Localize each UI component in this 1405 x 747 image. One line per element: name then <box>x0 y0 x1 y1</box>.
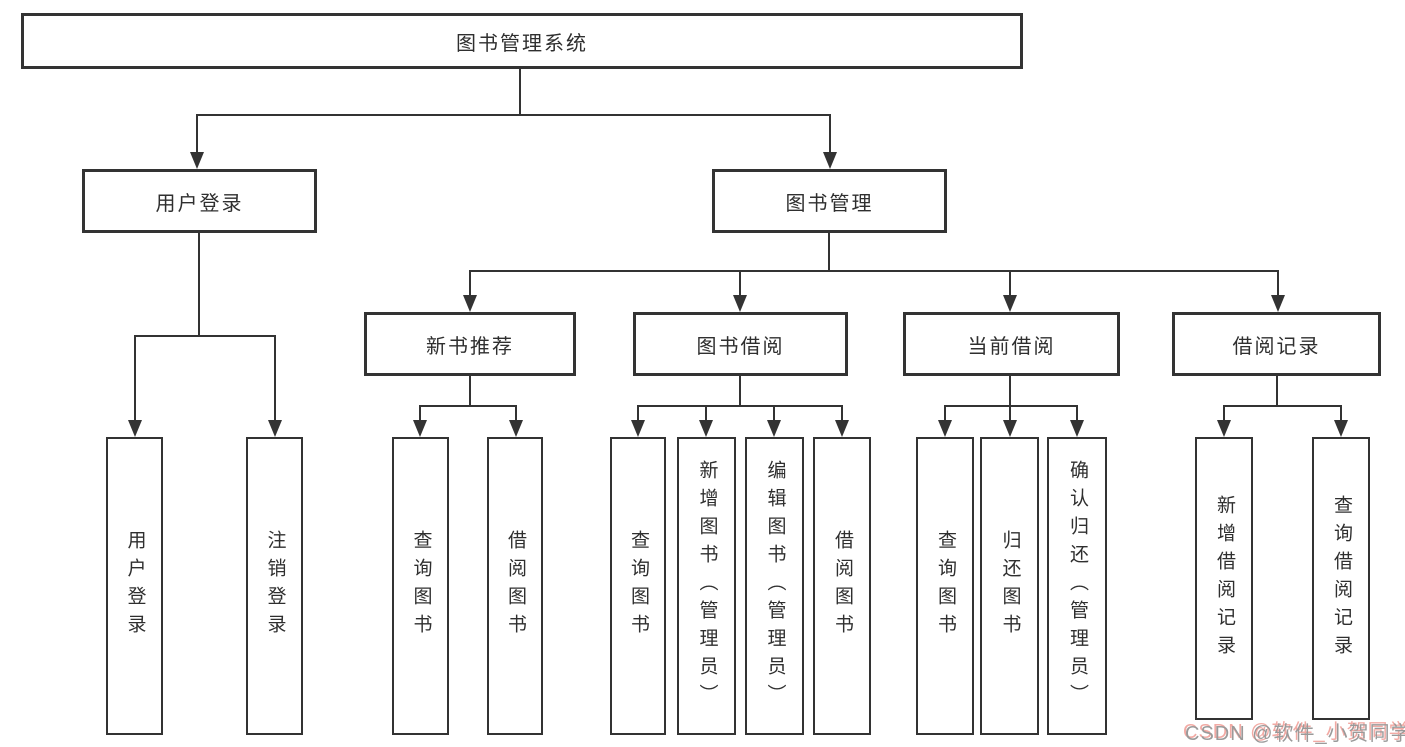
node-user-login-label: 用户登录 <box>155 192 244 215</box>
arrow-down-icon <box>509 420 523 437</box>
node-book-management-label: 图书管理 <box>785 192 874 215</box>
connector-vline <box>196 114 198 155</box>
leaf-confirm-return-admin-label: 确认归还（管理员） <box>1066 460 1088 712</box>
arrow-down-icon <box>835 420 849 437</box>
connector-vline <box>469 270 471 298</box>
node-current-borrow: 当前借阅 <box>903 312 1120 376</box>
connector-vline <box>519 67 521 116</box>
node-root-label: 图书管理系统 <box>456 32 588 55</box>
leaf-borrow-books-label: 借阅图书 <box>831 530 853 642</box>
node-new-book-recommend: 新书推荐 <box>364 312 576 376</box>
leaf-return-books: 归还图书 <box>980 437 1039 735</box>
node-borrow-records: 借阅记录 <box>1172 312 1381 376</box>
connector-hline <box>637 405 843 407</box>
leaf-edit-books-admin: 编辑图书（管理员） <box>745 437 804 735</box>
arrow-down-icon <box>938 420 952 437</box>
arrow-down-icon <box>1271 295 1285 312</box>
leaf-logout-label: 注销登录 <box>264 530 286 642</box>
leaf-return-books-label: 归还图书 <box>999 530 1021 642</box>
connector-vline <box>1340 405 1342 423</box>
connector-vline <box>1276 374 1278 407</box>
connector-hline <box>944 405 1078 407</box>
arrow-down-icon <box>1217 420 1231 437</box>
leaf-query-books-recommend: 查询图书 <box>392 437 449 735</box>
leaf-query-borrow-record: 查询借阅记录 <box>1312 437 1370 720</box>
arrow-down-icon <box>631 420 645 437</box>
connector-vline <box>637 405 639 423</box>
connector-hline <box>196 114 831 116</box>
connector-vline <box>1223 405 1225 423</box>
connector-vline <box>1277 270 1279 298</box>
arrow-down-icon <box>699 420 713 437</box>
leaf-query-books-borrow-label: 查询图书 <box>627 530 649 642</box>
connector-vline <box>829 114 831 155</box>
node-root: 图书管理系统 <box>21 13 1023 69</box>
connector-hline <box>469 270 1279 272</box>
connector-vline <box>198 231 200 337</box>
connector-hline <box>1223 405 1342 407</box>
leaf-logout: 注销登录 <box>246 437 303 735</box>
node-book-borrow-label: 图书借阅 <box>696 335 785 358</box>
node-book-borrow: 图书借阅 <box>633 312 848 376</box>
leaf-user-login-label: 用户登录 <box>124 530 146 642</box>
leaf-query-books-current: 查询图书 <box>916 437 974 735</box>
arrow-down-icon <box>823 152 837 169</box>
connector-vline <box>739 270 741 298</box>
csdn-watermark: CSDN @软件_小贺同学 <box>1185 723 1405 745</box>
leaf-query-books-borrow: 查询图书 <box>610 437 666 735</box>
connector-vline <box>274 335 276 423</box>
connector-vline <box>1009 270 1011 298</box>
arrow-down-icon <box>1334 420 1348 437</box>
connector-hline <box>419 405 517 407</box>
arrow-down-icon <box>1003 420 1017 437</box>
arrow-down-icon <box>128 420 142 437</box>
connector-vline <box>739 374 741 407</box>
arrow-down-icon <box>1003 295 1017 312</box>
leaf-query-borrow-record-label: 查询借阅记录 <box>1330 494 1352 663</box>
node-borrow-records-label: 借阅记录 <box>1232 335 1321 358</box>
connector-vline <box>419 405 421 423</box>
arrow-down-icon <box>413 420 427 437</box>
leaf-add-books-admin-label: 新增图书（管理员） <box>696 460 718 712</box>
arrow-down-icon <box>463 295 477 312</box>
arrow-down-icon <box>268 420 282 437</box>
leaf-borrow-books: 借阅图书 <box>813 437 871 735</box>
node-current-borrow-label: 当前借阅 <box>967 335 1056 358</box>
connector-vline <box>134 335 136 423</box>
leaf-add-borrow-record-label: 新增借阅记录 <box>1213 494 1235 663</box>
connector-hline <box>134 335 276 337</box>
leaf-confirm-return-admin: 确认归还（管理员） <box>1047 437 1107 735</box>
leaf-query-books-recommend-label: 查询图书 <box>410 530 432 642</box>
leaf-edit-books-admin-label: 编辑图书（管理员） <box>764 460 786 712</box>
connector-vline <box>1009 374 1011 407</box>
connector-vline <box>515 405 517 423</box>
leaf-borrow-books-recommend: 借阅图书 <box>487 437 543 735</box>
leaf-user-login: 用户登录 <box>106 437 163 735</box>
arrow-down-icon <box>1070 420 1084 437</box>
node-new-book-recommend-label: 新书推荐 <box>426 335 514 358</box>
connector-vline <box>469 374 471 407</box>
leaf-borrow-books-recommend-label: 借阅图书 <box>504 530 526 642</box>
connector-vline <box>828 231 830 272</box>
connector-vline <box>773 405 775 423</box>
leaf-add-books-admin: 新增图书（管理员） <box>677 437 736 735</box>
node-book-management: 图书管理 <box>712 169 947 233</box>
leaf-add-borrow-record: 新增借阅记录 <box>1195 437 1253 720</box>
connector-vline <box>841 405 843 423</box>
connector-vline <box>944 405 946 423</box>
arrow-down-icon <box>733 295 747 312</box>
connector-vline <box>705 405 707 423</box>
arrow-down-icon <box>767 420 781 437</box>
arrow-down-icon <box>190 152 204 169</box>
node-user-login: 用户登录 <box>82 169 317 233</box>
leaf-query-books-current-label: 查询图书 <box>934 530 956 642</box>
connector-vline <box>1009 405 1011 423</box>
connector-vline <box>1076 405 1078 423</box>
